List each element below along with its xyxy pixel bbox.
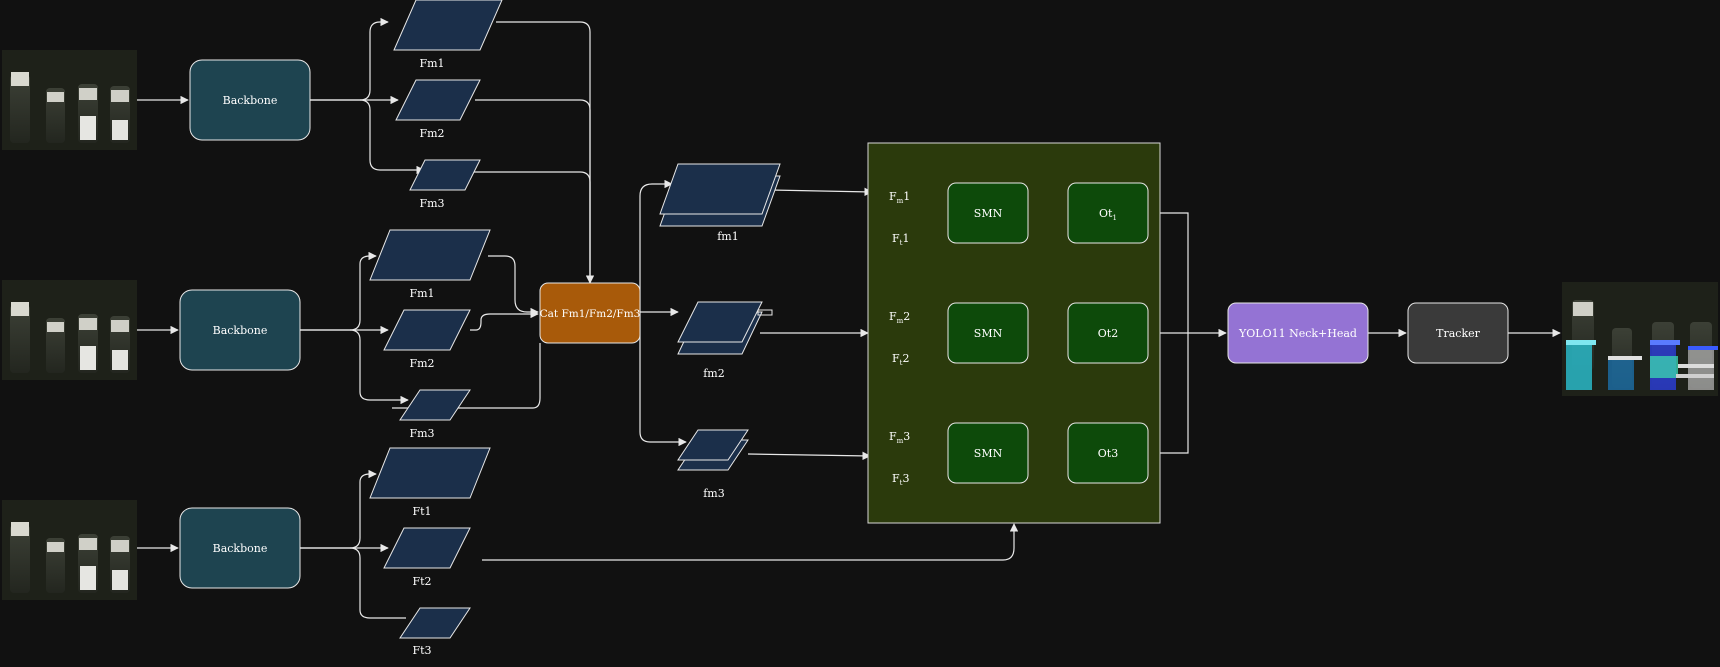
features [369, 0, 503, 639]
smn-block-1 [947, 182, 1029, 244]
smn-block-2 [947, 302, 1029, 364]
s3-feature-3 [399, 607, 471, 639]
s3-feature-1 [369, 447, 491, 499]
s1-feature-1-label: Fm1 [419, 57, 444, 70]
output-image [1562, 282, 1718, 396]
ot-label-1: Ot1 [1099, 207, 1117, 222]
cat-block: Cat Fm1/Fm2/Fm3 [539, 282, 641, 344]
s1-feature-1 [393, 0, 503, 51]
fused-3-label: fm3 [703, 487, 725, 500]
s3-feature-2-label: Ft2 [412, 575, 431, 588]
s1-feature-2-label: Fm2 [419, 127, 444, 140]
fm3-input-label: Fm3 [889, 430, 910, 445]
smn-block-3 [947, 422, 1029, 484]
tracker-block: Tracker [1407, 302, 1509, 364]
smn-label-1: SMN [974, 207, 1003, 220]
smn-label-3: SMN [974, 447, 1003, 460]
yolo-label: YOLO11 Neck+Head [1238, 327, 1357, 340]
backbone-1-label: Backbone [223, 94, 278, 107]
s2-feature-1-label: Fm1 [409, 287, 434, 300]
input-image-2 [2, 280, 137, 380]
cat-label: Cat Fm1/Fm2/Fm3 [540, 308, 641, 320]
s3-feature-1-label: Ft1 [412, 505, 431, 518]
fused-stack-1 [659, 163, 781, 227]
ot-block-3 [1067, 422, 1149, 484]
fused-stack-3 [677, 429, 749, 471]
ft3-input-label: Ft3 [892, 472, 909, 487]
s2-feature-2-label: Fm2 [409, 357, 434, 370]
input-image-1 [2, 50, 137, 150]
backbone-2: Backbone [179, 289, 301, 371]
ot-label-2: Ot2 [1098, 327, 1118, 340]
yolo-block: YOLO11 Neck+Head [1227, 302, 1369, 364]
ot-label-3: Ot3 [1098, 447, 1118, 460]
s1-feature-2 [395, 79, 481, 121]
ft2-input-label: Ft2 [892, 352, 909, 367]
backbone-3-label: Backbone [213, 542, 268, 555]
fused-2-label: fm2 [703, 367, 725, 380]
s2-feature-3 [399, 389, 471, 421]
smn-label-2: SMN [974, 327, 1003, 340]
s3-feature-2 [383, 527, 471, 569]
fused-features [659, 163, 781, 471]
s2-feature-1 [369, 229, 491, 281]
backbone-3: Backbone [179, 507, 301, 589]
backbone-2-label: Backbone [213, 324, 268, 337]
fused-1-label: fm1 [717, 230, 739, 243]
ot-block-2 [1067, 302, 1149, 364]
ot-block-1 [1067, 182, 1149, 244]
s2-feature-2 [383, 309, 471, 351]
tracker-label: Tracker [1436, 327, 1480, 340]
s1-feature-3 [409, 159, 481, 191]
s3-feature-3-label: Ft3 [412, 644, 431, 657]
s1-feature-3-label: Fm3 [419, 197, 444, 210]
backbone-1: Backbone [189, 59, 311, 141]
fused-stack-2 [677, 301, 773, 355]
fm2-input-label: Fm2 [889, 310, 910, 325]
ft1-input-label: Ft1 [892, 232, 909, 247]
fm1-input-label: Fm1 [889, 190, 910, 205]
s2-feature-3-label: Fm3 [409, 427, 434, 440]
input-image-3 [2, 500, 137, 600]
